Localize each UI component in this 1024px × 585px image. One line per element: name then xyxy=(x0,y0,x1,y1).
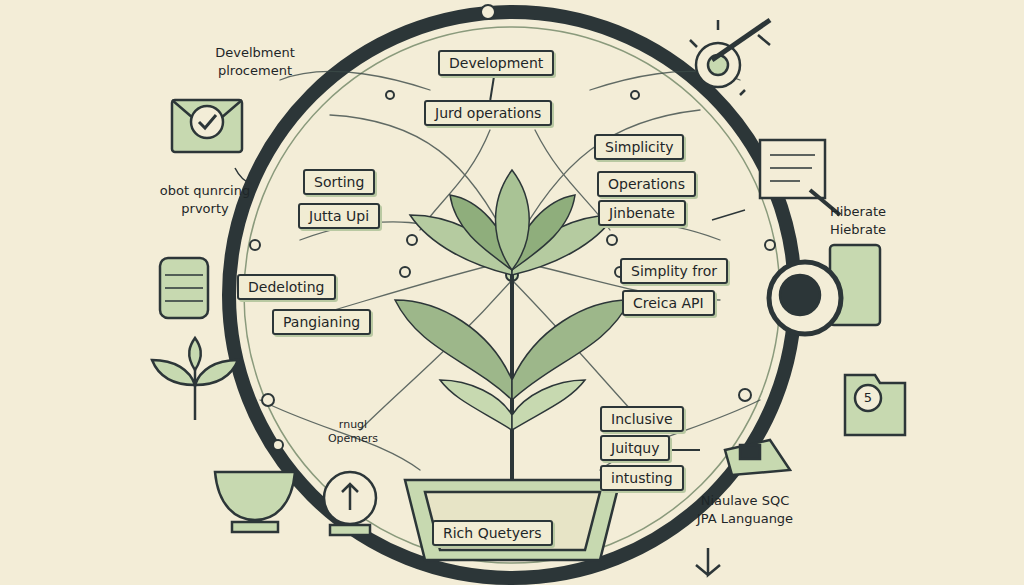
plant-icon xyxy=(152,338,238,420)
box-text: Pangianing xyxy=(283,314,360,330)
envelope-icon xyxy=(172,100,242,152)
label-box: Simplicity xyxy=(594,134,684,160)
box-text: Jurd operations xyxy=(435,105,541,121)
free-label: obot qunrcing prvorty xyxy=(155,182,255,217)
label-box: Jutta Upi xyxy=(298,203,380,229)
box-text: Operations xyxy=(608,176,685,192)
sun-icon xyxy=(690,20,770,95)
box-icon xyxy=(160,258,208,318)
lotus-flower xyxy=(395,170,630,490)
free-label: Hiberate Hiebrate xyxy=(806,203,886,238)
label-box: Sorting xyxy=(303,169,375,195)
box-text: Creica API xyxy=(633,295,704,311)
label-box: Jurd operations xyxy=(424,100,552,126)
box-text: Jinbenate xyxy=(609,205,675,221)
free-label: Develbment plrocement xyxy=(205,44,305,79)
label-box: Jinbenate xyxy=(598,200,686,226)
box-text: Inclusive xyxy=(611,411,673,427)
label-box: Development xyxy=(438,50,554,76)
label-box: Dedeloting xyxy=(237,274,336,300)
box-text: rnugl Opemers xyxy=(318,418,388,447)
box-text: Rich Quetyers xyxy=(443,525,542,541)
cup-icon xyxy=(215,472,295,532)
box-text: Simplity fror xyxy=(631,263,717,279)
label-box: Rich Quetyers xyxy=(432,520,553,546)
label-box: Pangianing xyxy=(272,309,371,335)
box-text: Jutta Upi xyxy=(309,208,369,224)
label-box: Creica API xyxy=(622,290,715,316)
label-box: Juitquy xyxy=(600,435,670,461)
label-box: intusting xyxy=(600,465,684,491)
connector xyxy=(490,76,494,100)
box-text: Development xyxy=(449,55,543,71)
label-box: Inclusive xyxy=(600,406,684,432)
callout-number: 5 xyxy=(860,389,876,407)
folder-icon xyxy=(845,375,905,435)
globe-icon xyxy=(324,472,376,535)
scroll-text: rnugl Opemers xyxy=(318,418,388,447)
box-text: Simplicity xyxy=(605,139,673,155)
label-box: Operations xyxy=(597,171,696,197)
document-icon xyxy=(760,140,840,215)
box-text: Juitquy xyxy=(611,440,659,456)
hand-icon xyxy=(725,440,790,475)
label-box: Simplity fror xyxy=(620,258,728,284)
box-text: Dedeloting xyxy=(248,279,325,295)
box-text: intusting xyxy=(611,470,673,486)
free-label: Niaulave SQC JPA Languange xyxy=(690,492,800,527)
tray xyxy=(405,480,620,560)
box-text: Sorting xyxy=(314,174,364,190)
lens-icon xyxy=(769,245,880,334)
